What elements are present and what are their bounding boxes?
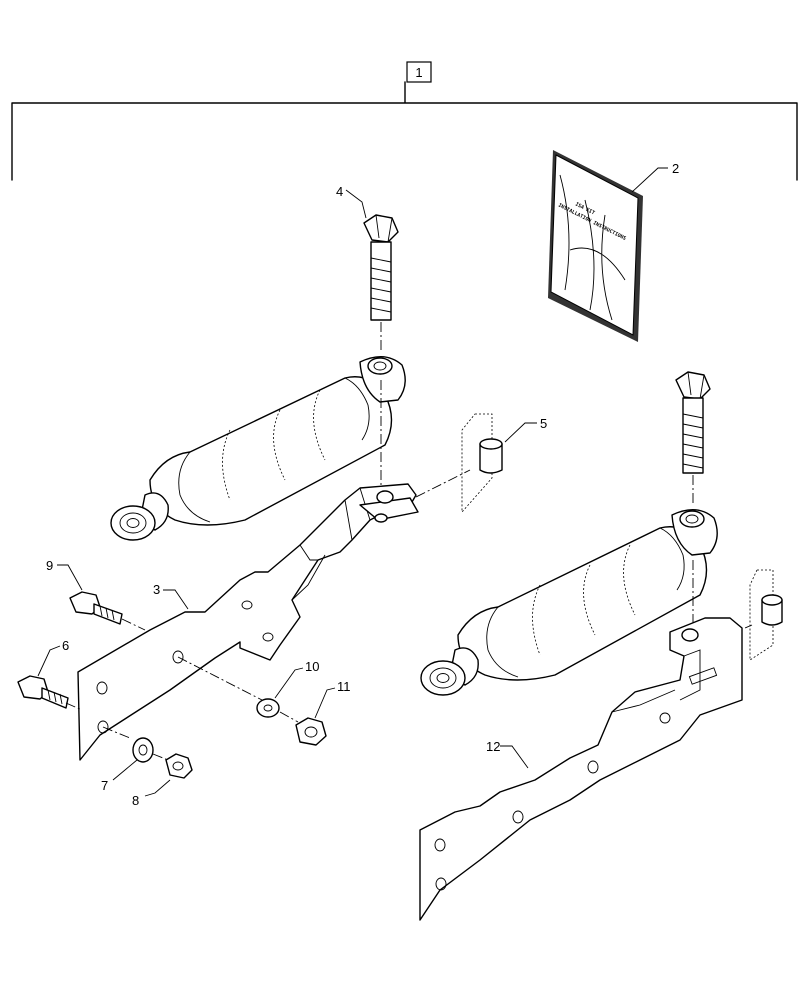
callout-6: 6 xyxy=(62,638,69,653)
callout-12: 12 xyxy=(486,739,500,754)
callout-5: 5 xyxy=(540,416,547,431)
flange-bolt-6 xyxy=(17,675,69,709)
callout-2: 2 xyxy=(672,161,679,176)
callout-11: 11 xyxy=(337,679,351,694)
callout-9: 9 xyxy=(46,558,53,573)
washer-7 xyxy=(132,737,154,763)
bushing-left xyxy=(461,413,503,514)
kit-label: 1 xyxy=(415,65,422,80)
instruction-booklet: ISA KIT INSTALLATION INSTRUCTIONS xyxy=(548,150,643,342)
kit-bracket: 1 xyxy=(11,61,798,181)
bolt-left xyxy=(363,214,399,321)
nut-11 xyxy=(295,717,327,746)
washer-10 xyxy=(256,698,280,718)
callout-10: 10 xyxy=(305,659,319,674)
callout-4: 4 xyxy=(336,184,343,199)
mounting-bracket-left xyxy=(77,483,419,761)
mounting-bracket-right xyxy=(419,617,743,921)
callout-8: 8 xyxy=(132,793,139,808)
nut-8 xyxy=(165,753,193,779)
kit-label-box xyxy=(406,61,432,83)
callout-7: 7 xyxy=(101,778,108,793)
callout-3: 3 xyxy=(153,582,160,597)
flange-bolt-9 xyxy=(69,591,123,625)
shock-absorber-left xyxy=(110,356,406,541)
bushing-right xyxy=(749,569,783,661)
shock-absorber-right xyxy=(420,509,718,696)
bolt-right xyxy=(675,371,711,474)
